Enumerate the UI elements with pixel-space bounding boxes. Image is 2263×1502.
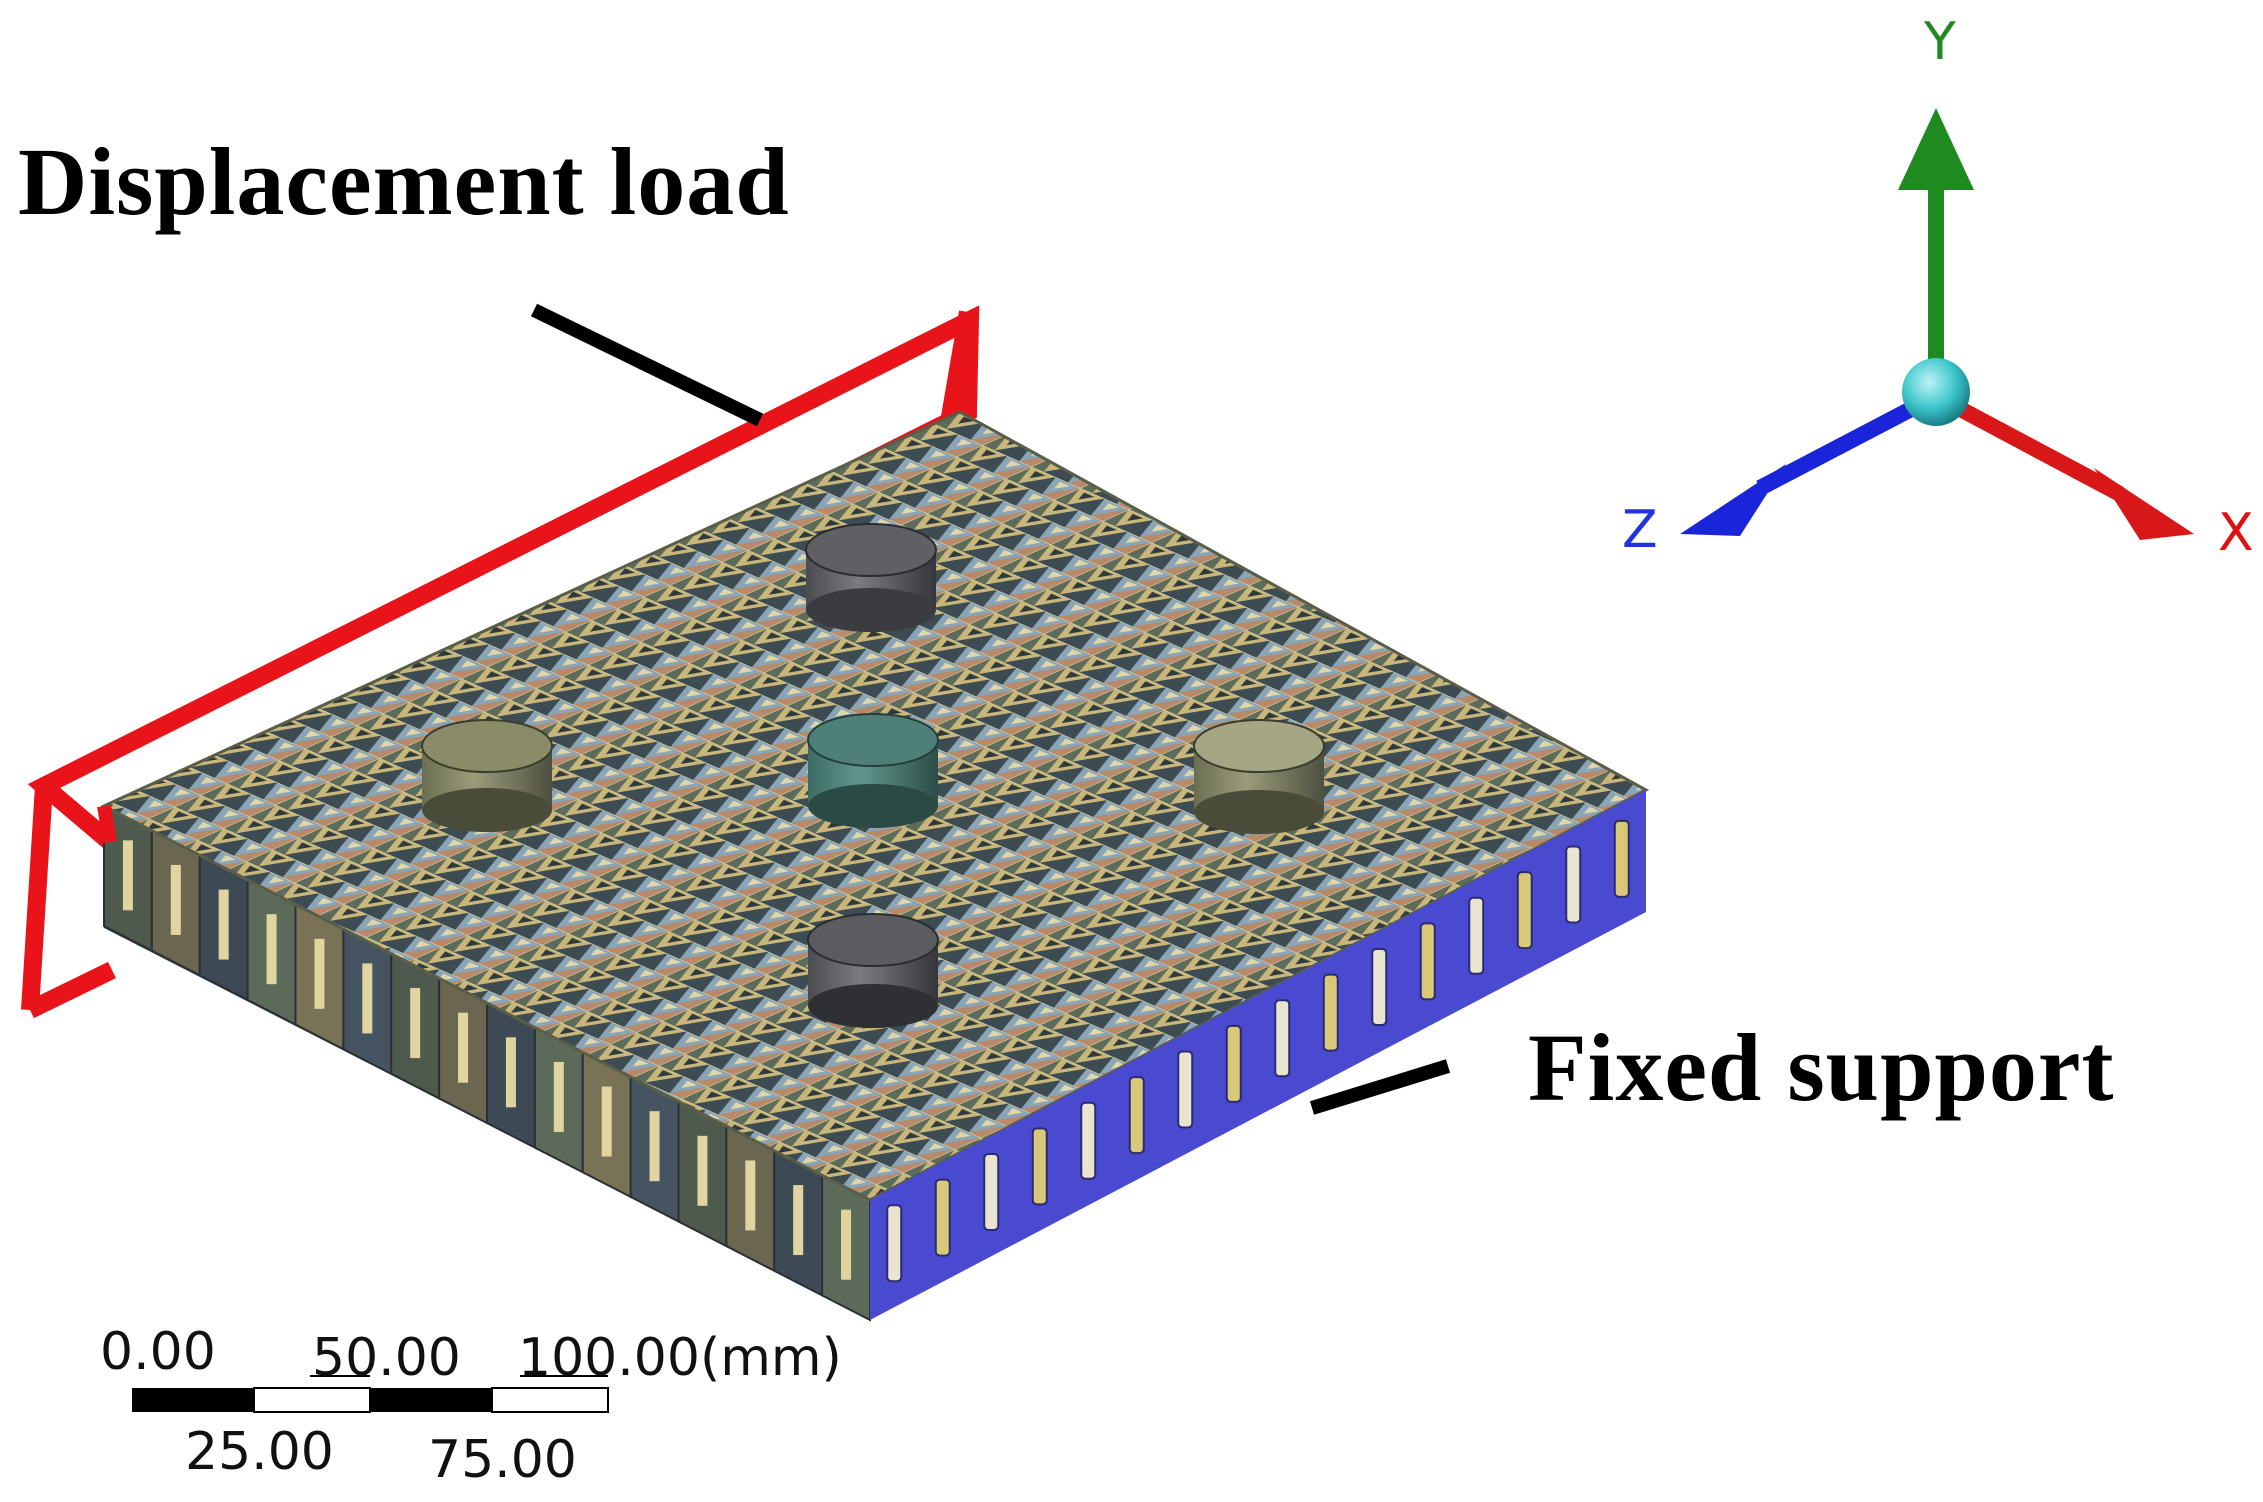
left-face-slot [458,1012,469,1083]
fixed-support-slot [1468,896,1485,975]
displacement-leader-line [530,303,764,427]
left-face-slot [553,1061,564,1132]
cylinder-back [805,523,937,632]
cylinder-right [1193,719,1325,834]
fixed-support-slot [983,1152,1000,1231]
fixed-support-slot [934,1178,951,1257]
scale-label-75: 75.00 [428,1430,577,1490]
left-face-slot [649,1111,660,1182]
left-face-slot [841,1209,852,1280]
fixed-support-label: Fixed support [1528,1014,2115,1121]
fixed-support-slot [1177,1050,1194,1129]
left-face-slot [793,1185,804,1256]
scale-label-50: 50.00 [312,1328,461,1388]
fixed-support-slot [1080,1101,1097,1180]
origin-sphere [1902,358,1970,426]
plate-left-face [103,804,871,1322]
scale-seg-4 [491,1387,609,1413]
fixed-support-slot [886,1204,903,1283]
left-face-slot [122,840,133,911]
x-axis-arrowhead [2094,468,2194,540]
scale-label-100: 100.00(mm) [518,1328,842,1388]
left-face-slot [601,1086,612,1157]
fixed-support-slot [1613,819,1630,898]
left-face-slot [266,914,277,985]
fixed-support-leader-line [1309,1059,1451,1115]
fixed-support-slot [1516,871,1533,950]
fixed-support-slot [1322,973,1339,1052]
left-face-slot [218,889,229,960]
left-face-slot [745,1160,756,1231]
displacement-frame-front-edge [97,804,117,844]
fixed-support-slot [1371,947,1388,1026]
z-axis-label: Z [1622,500,1658,560]
left-face-slot [697,1135,708,1206]
displacement-load-label: Displacement load [18,128,790,235]
scale-label-0: 0.00 [100,1322,216,1382]
fixed-support-slot [1225,1024,1242,1103]
left-face-slot [410,988,421,1059]
left-face-slot [505,1037,516,1108]
scale-seg-3 [370,1388,492,1412]
fixed-support-face [870,790,1646,1320]
y-axis-label: Y [1924,12,1956,72]
scale-label-25: 25.00 [185,1422,334,1482]
fixed-support-slot [1565,845,1582,924]
cylinder-center [807,713,939,828]
fixed-support-slot [1419,922,1436,1001]
cylinder-left [421,719,553,832]
left-face-slot [362,963,373,1034]
cylinder-front [807,913,939,1028]
y-axis-arrowhead [1898,108,1974,190]
scale-seg-1 [132,1388,254,1412]
left-face-slot [170,864,181,935]
fixed-support-slot [1274,999,1291,1078]
coordinate-triad [1680,108,2194,540]
x-axis-label: X [2218,503,2254,563]
scale-seg-2 [253,1387,371,1413]
left-face-slot [314,938,325,1009]
x-axis-shaft [1932,388,2124,502]
fixed-support-slot [1031,1127,1048,1206]
z-axis-shaft [1756,388,1940,496]
fixed-support-slot [1128,1076,1145,1155]
scale-bar [132,1375,609,1413]
z-axis-arrowhead [1680,464,1786,536]
